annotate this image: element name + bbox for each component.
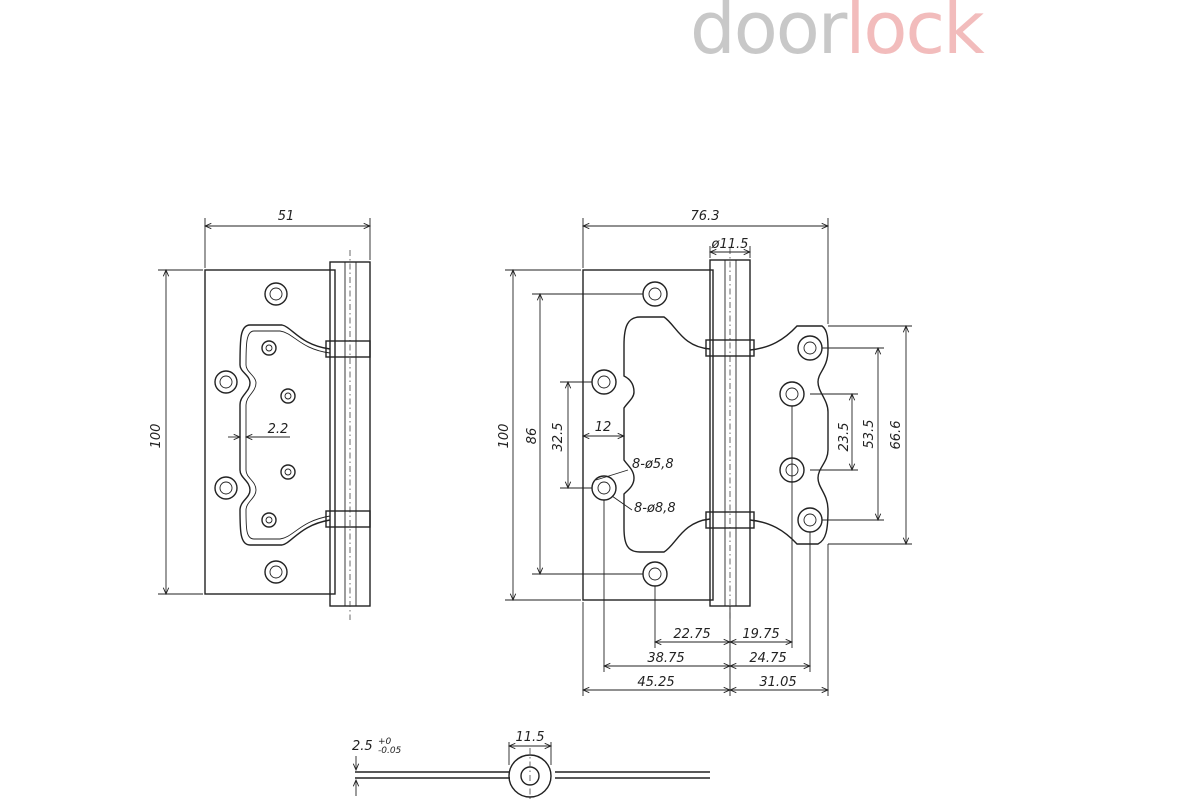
left-offset-dim: 2.2 <box>268 422 289 437</box>
bottom-knuckle-dim: 11.5 <box>516 730 545 745</box>
leaf-span-outer-dim: 66.6 <box>889 421 904 450</box>
dim-19-75: 19.75 <box>742 627 779 642</box>
left-width-dim: 51 <box>278 209 295 224</box>
hole-offset-dim: 32.5 <box>551 423 566 452</box>
dim-38-75: 38.75 <box>647 651 684 666</box>
large-hole-callout: 8-ø8,8 <box>634 501 676 516</box>
left-leaf-plate <box>204 269 336 595</box>
dim-22-75: 22.75 <box>673 627 710 642</box>
right-height-dim: 100 <box>497 424 512 449</box>
dim-31-05: 31.05 <box>759 675 796 690</box>
right-leaf-plate <box>582 269 714 601</box>
bottom-view: 11.5 2.5 +0 -0.05 <box>352 730 710 800</box>
thickness-tol-minus: -0.05 <box>378 746 402 756</box>
left-view: 51 100 2.2 <box>149 209 370 620</box>
thickness-tol-plus: +0 <box>378 737 392 747</box>
leaf-span-inner-dim: 23.5 <box>837 423 852 452</box>
bottom-knuckle <box>508 754 552 798</box>
logo-part-lock: lock <box>845 0 984 70</box>
right-cutout <box>623 316 711 553</box>
doorlock-logo: doorlock <box>690 0 985 64</box>
logo-part-door: door <box>690 0 847 70</box>
small-hole-callout: 8-ø5,8 <box>632 457 674 472</box>
left-holes <box>214 282 296 584</box>
right-view: 76.3 ø11.5 100 86 32.5 12 8-ø5,8 8-ø8,8 … <box>497 209 912 696</box>
leaf-span-mid-dim: 53.5 <box>862 420 877 449</box>
left-height-dim: 100 <box>149 424 164 449</box>
dim-24-75: 24.75 <box>749 651 786 666</box>
knuckle-diameter-dim: ø11.5 <box>711 237 749 252</box>
right-second-leaf <box>749 325 829 545</box>
edge-x-dim: 12 <box>595 420 612 435</box>
hole-span-dim: 86 <box>525 428 540 445</box>
thickness-dim: 2.5 <box>352 739 373 754</box>
dim-45-25: 45.25 <box>637 675 674 690</box>
right-overall-width-dim: 76.3 <box>691 209 720 224</box>
